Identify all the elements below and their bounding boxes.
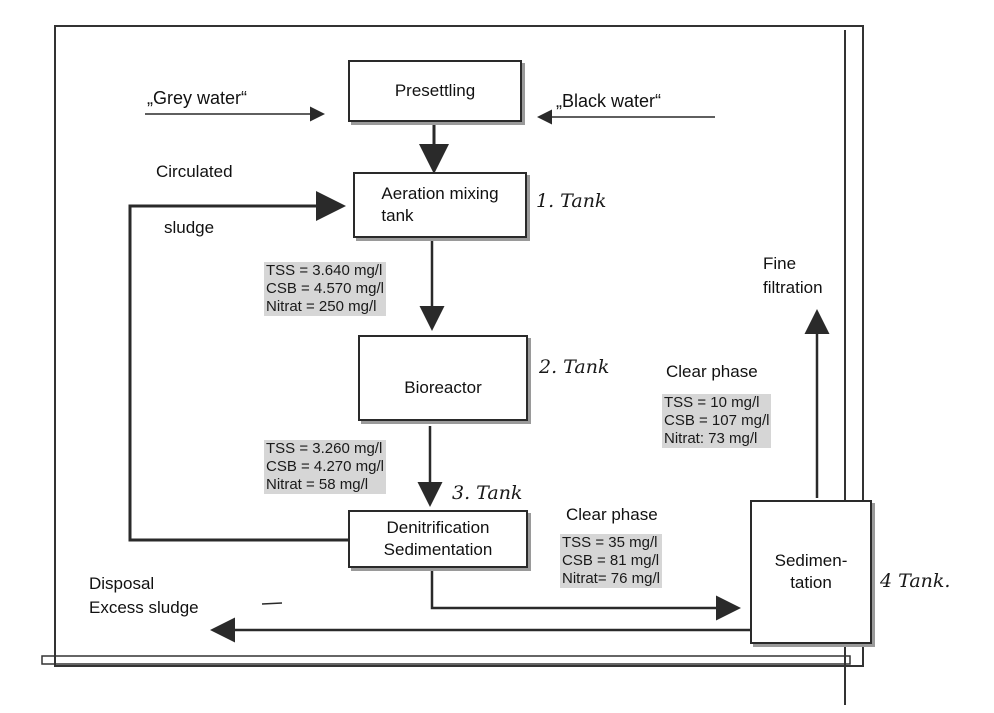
aeration-label-line1: Aeration mixing	[381, 184, 499, 203]
denitrification-label-line1: Denitrification	[386, 518, 490, 537]
fine-filtration-line2: filtration	[763, 278, 823, 297]
measurements-clear-phase-den: TSS = 35 mg/l CSB = 81 mg/l Nitrat= 76 m…	[560, 534, 662, 588]
presettling-label: Presettling	[394, 81, 476, 100]
measurement-tss: TSS = 35 mg/l	[562, 534, 658, 551]
page-frame	[54, 25, 864, 667]
black-water-label: „Black water“	[556, 91, 662, 111]
measurements-after-bioreactor: TSS = 3.260 mg/l CSB = 4.270 mg/l Nitrat…	[264, 440, 386, 494]
tank3-annotation: 3. Tank	[452, 482, 523, 504]
sedimentation-box: Sedimen- tation	[750, 500, 872, 644]
measurement-nitrat: Nitrat: 73 mg/l	[664, 430, 758, 447]
disposal-line1: Disposal	[89, 574, 155, 593]
presettling-box: Presettling	[348, 60, 522, 122]
bioreactor-label: Bioreactor	[404, 378, 482, 397]
frame-bottom-shadow	[41, 655, 851, 665]
denitrification-box: Denitrification Sedimentation	[348, 510, 528, 568]
sedimentation-label-line1: Sedimen-	[774, 551, 848, 570]
sludge-label: sludge	[164, 218, 215, 237]
measurement-nitrat: Nitrat = 250 mg/l	[266, 298, 377, 315]
measurement-nitrat: Nitrat= 76 mg/l	[562, 570, 660, 587]
denitrification-label-line2: Sedimentation	[383, 540, 493, 559]
measurement-tss: TSS = 3.260 mg/l	[266, 440, 383, 457]
sedimentation-label-line2: tation	[790, 573, 832, 592]
measurements-after-aeration: TSS = 3.640 mg/l CSB = 4.570 mg/l Nitrat…	[264, 262, 386, 316]
measurement-csb: CSB = 81 mg/l	[562, 552, 660, 569]
circulated-sludge-loop	[128, 191, 350, 542]
aeration-label-line2: tank	[381, 206, 414, 225]
clear-phase-label-sed: Clear phase	[666, 362, 758, 381]
circulated-label: Circulated	[156, 162, 233, 181]
clear-phase-label-den: Clear phase	[566, 505, 658, 524]
tank2-annotation: 2. Tank	[539, 356, 610, 378]
measurement-csb: CSB = 4.270 mg/l	[266, 458, 384, 475]
measurement-csb: CSB = 4.570 mg/l	[266, 280, 384, 297]
grey-water-label: „Grey water“	[147, 88, 248, 108]
measurement-tss: TSS = 3.640 mg/l	[266, 262, 383, 279]
arrow-clear-phase-to-sedimentation	[430, 568, 741, 621]
aeration-tank-box: Aeration mixing tank	[353, 172, 527, 238]
measurement-csb: CSB = 107 mg/l	[664, 412, 770, 429]
measurement-tss: TSS = 10 mg/l	[664, 394, 760, 411]
measurements-clear-phase-sed: TSS = 10 mg/l CSB = 107 mg/l Nitrat: 73 …	[662, 394, 772, 448]
measurement-nitrat: Nitrat = 58 mg/l	[266, 476, 369, 493]
fine-filtration-line1: Fine	[763, 254, 797, 273]
tank1-annotation: 1. Tank	[536, 190, 607, 212]
disposal-line2: Excess sludge	[89, 598, 199, 617]
bioreactor-box: Bioreactor	[358, 335, 528, 421]
dash-mark	[261, 602, 283, 605]
tank4-annotation: 4 Tank.	[880, 570, 951, 592]
